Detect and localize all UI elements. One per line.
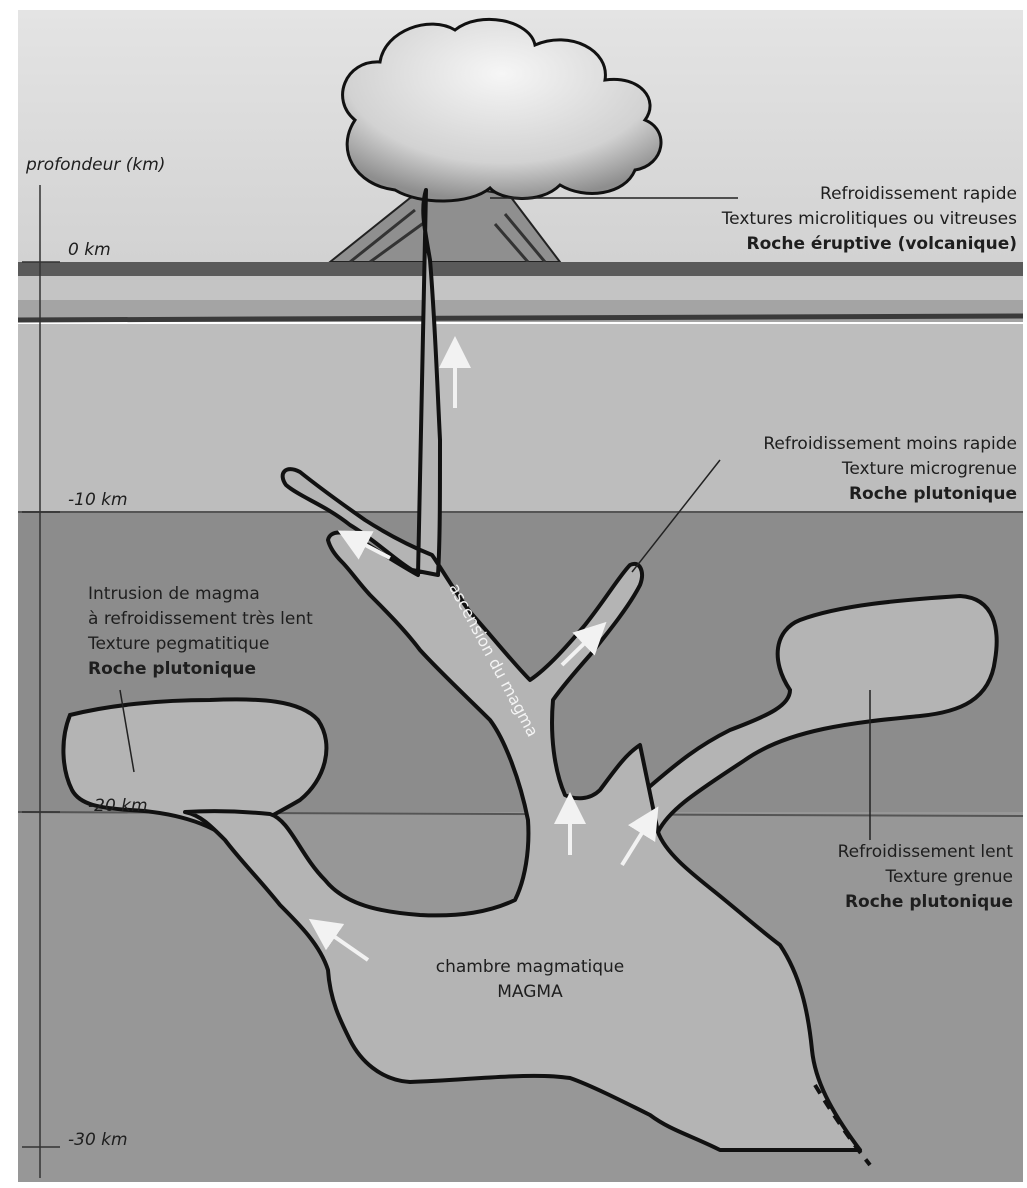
depth-label-10: -10 km <box>68 490 128 510</box>
pegmatite-line-1: Intrusion de magma <box>88 582 313 607</box>
deep-intrusion-label: Refroidissement lent Texture grenue Roch… <box>838 840 1013 915</box>
chamber-line-2: MAGMA <box>430 980 630 1005</box>
upper-layer-1 <box>18 276 1023 300</box>
surface-line-3: Roche éruptive (volcanique) <box>722 232 1017 257</box>
deep-line-1: Refroidissement lent <box>838 840 1013 865</box>
shallow-intrusion-label: Refroidissement moins rapide Texture mic… <box>763 432 1017 507</box>
pegmatite-line-2: à refroidissement très lent <box>88 607 313 632</box>
shallow-line-1: Refroidissement moins rapide <box>763 432 1017 457</box>
shallow-line-2: Texture microgrenue <box>763 457 1017 482</box>
chamber-line-1: chambre magmatique <box>430 955 630 980</box>
chamber-label: chambre magmatique MAGMA <box>430 955 630 1005</box>
pegmatite-line-3: Texture pegmatitique <box>88 632 313 657</box>
depth-label-20: -20 km <box>88 796 148 816</box>
deep-line-2: Texture grenue <box>838 865 1013 890</box>
pegmatite-line-4: Roche plutonique <box>88 657 313 682</box>
surface-band <box>18 262 1023 276</box>
deep-line-3: Roche plutonique <box>838 890 1013 915</box>
depth-label-30: -30 km <box>68 1130 128 1150</box>
surface-line-1: Refroidissement rapide <box>722 182 1017 207</box>
shallow-line-3: Roche plutonique <box>763 482 1017 507</box>
surface-line-2: Textures microlitiques ou vitreuses <box>722 207 1017 232</box>
pegmatite-intrusion-label: Intrusion de magma à refroidissement trè… <box>88 582 313 682</box>
surface-cooling-label: Refroidissement rapide Textures microlit… <box>722 182 1017 257</box>
depth-axis-title: profondeur (km) <box>26 155 165 175</box>
depth-label-0: 0 km <box>68 240 111 260</box>
